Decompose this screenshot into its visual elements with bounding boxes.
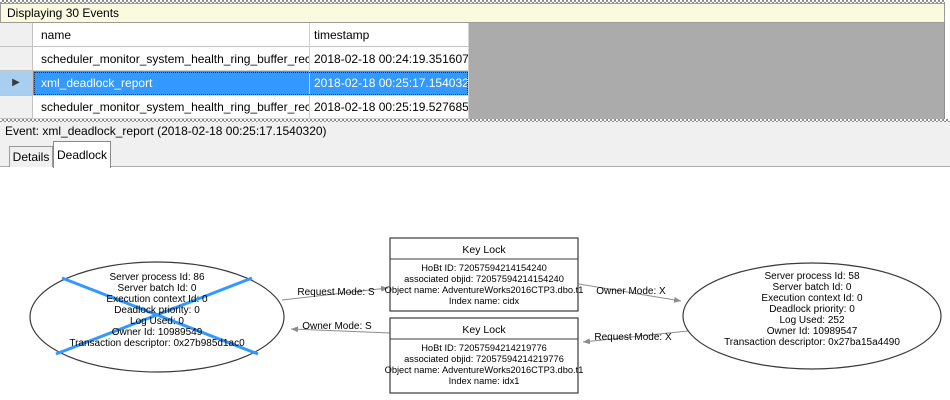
svg-text:Index name: cidx: Index name: cidx — [449, 296, 520, 306]
resource-box — [389, 317, 579, 394]
edge-label: Request Mode: S — [297, 287, 375, 298]
svg-text:Log Used: 252: Log Used: 252 — [779, 315, 844, 326]
edge-owner-s — [290, 326, 391, 334]
resource-node-keylock-idx1[interactable]: Key Lock HoBt ID: 72057594214219776 asso… — [385, 317, 584, 394]
cell-timestamp: 2018-02-18 00:25:17.1540320 — [310, 71, 469, 96]
selected-event-label: Event: xml_deadlock_report (2018-02-18 0… — [0, 122, 950, 140]
cell-name: scheduler_monitor_system_health_ring_buf… — [33, 47, 310, 71]
cell-name: xml_deadlock_report — [33, 71, 310, 96]
svg-text:Key Lock: Key Lock — [462, 324, 506, 336]
cell-name: scheduler_monitor_system_health_ring_buf… — [33, 96, 310, 119]
victim-cross-icon — [55, 276, 253, 356]
events-grid: name timestamp scheduler_monitor_system_… — [0, 23, 945, 119]
svg-text:Server process Id: 86: Server process Id: 86 — [109, 272, 204, 283]
deadlock-graph-panel: Server process Id: 86 Server batch Id: 0… — [0, 167, 950, 400]
edge-label: Owner Mode: X — [596, 286, 666, 297]
edge-request-s — [281, 285, 389, 301]
svg-text:HoBt ID: 72057594214154240: HoBt ID: 72057594214154240 — [421, 263, 547, 273]
column-header-name[interactable]: name — [33, 23, 310, 47]
current-row-arrow-icon: ▶ — [12, 77, 20, 88]
svg-text:Server process Id: 58: Server process Id: 58 — [764, 271, 859, 282]
svg-text:Key Lock: Key Lock — [462, 244, 506, 256]
svg-text:Deadlock priority: 0: Deadlock priority: 0 — [114, 305, 200, 316]
events-count-bar: Displaying 30 Events — [0, 3, 945, 23]
process-ellipse — [682, 262, 942, 370]
svg-text:Execution context Id: 0: Execution context Id: 0 — [761, 293, 863, 304]
svg-text:Transaction descriptor: 0x27ba: Transaction descriptor: 0x27ba15a4490 — [724, 337, 900, 348]
tab-details[interactable]: Details — [9, 146, 53, 167]
grid-detail-splitter[interactable] — [0, 119, 950, 122]
svg-text:Object name: AdventureWorks201: Object name: AdventureWorks2016CTP3.dbo.… — [385, 285, 584, 295]
svg-text:Log Used: 0: Log Used: 0 — [130, 316, 184, 327]
process-node-victim[interactable]: Server process Id: 86 Server batch Id: 0… — [29, 261, 285, 373]
event-row[interactable]: scheduler_monitor_system_health_ring_buf… — [0, 47, 944, 71]
resource-node-keylock-cidx[interactable]: Key Lock HoBt ID: 72057594214154240 asso… — [385, 237, 584, 312]
process-node[interactable]: Server process Id: 58 Server batch Id: 0… — [682, 262, 942, 370]
svg-text:Transaction descriptor: 0x27b9: Transaction descriptor: 0x27b985d1ac0 — [69, 338, 245, 349]
grid-header-row: name timestamp — [0, 23, 944, 47]
svg-text:associated objid: 720575942141: associated objid: 72057594214154240 — [404, 274, 564, 284]
svg-text:Object name: AdventureWorks201: Object name: AdventureWorks2016CTP3.dbo.… — [385, 365, 584, 375]
svg-text:Execution context Id: 0: Execution context Id: 0 — [106, 294, 208, 305]
edge-owner-x — [578, 283, 682, 303]
top-splitter[interactable] — [0, 0, 945, 3]
edge-request-x — [582, 330, 689, 345]
svg-text:Owner Id: 10989547: Owner Id: 10989547 — [767, 326, 858, 337]
event-row[interactable]: scheduler_monitor_system_health_ring_buf… — [0, 96, 944, 119]
cell-timestamp: 2018-02-18 00:25:19.5276859 — [310, 96, 469, 119]
row-selector-cell[interactable] — [0, 47, 33, 71]
svg-text:Deadlock priority: 0: Deadlock priority: 0 — [769, 304, 855, 315]
row-selector-cell[interactable] — [0, 96, 33, 119]
cell-timestamp: 2018-02-18 00:24:19.3516078 — [310, 47, 469, 71]
tab-deadlock[interactable]: Deadlock — [53, 141, 111, 168]
deadlock-graph: Server process Id: 86 Server batch Id: 0… — [29, 237, 942, 394]
column-header-timestamp[interactable]: timestamp — [310, 23, 469, 47]
victim-cross-icon — [61, 276, 259, 356]
detail-tabstrip: Details Deadlock — [0, 140, 950, 168]
resource-box — [389, 237, 579, 312]
svg-text:Server batch Id: 0: Server batch Id: 0 — [773, 282, 852, 293]
svg-text:Server batch Id: 0: Server batch Id: 0 — [118, 283, 197, 294]
row-selector-cell[interactable]: ▶ — [0, 71, 33, 96]
event-row-selected[interactable]: ▶ xml_deadlock_report 2018-02-18 00:25:1… — [0, 71, 944, 96]
svg-text:Index name: idx1: Index name: idx1 — [449, 376, 520, 386]
svg-text:HoBt ID: 72057594214219776: HoBt ID: 72057594214219776 — [421, 343, 547, 353]
svg-text:associated objid: 720575942142: associated objid: 72057594214219776 — [404, 354, 564, 364]
events-count-label: Displaying 30 Events — [7, 6, 120, 20]
edge-label: Owner Mode: S — [302, 321, 372, 332]
edge-label: Request Mode: X — [594, 332, 672, 343]
grid-corner-cell[interactable] — [0, 23, 33, 47]
svg-text:Owner Id: 10989549: Owner Id: 10989549 — [112, 327, 203, 338]
